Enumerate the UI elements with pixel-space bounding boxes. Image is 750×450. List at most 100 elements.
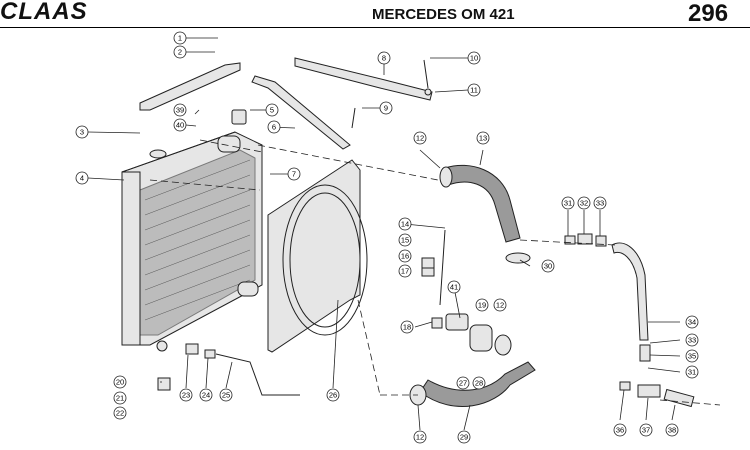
callout-32: 32 — [577, 196, 591, 210]
callout-label: 15 — [401, 236, 409, 245]
drain-parts-drawing — [157, 229, 446, 396]
callout-39: 39 — [173, 103, 187, 117]
coolant-pipe-drawing — [431, 233, 695, 408]
callout-10: 10 — [467, 51, 481, 65]
callout-label: 8 — [382, 54, 386, 63]
leader-lines — [87, 37, 681, 431]
header-rule — [0, 27, 750, 28]
callout-label: 39 — [176, 106, 184, 115]
callout-label: 1 — [178, 34, 182, 43]
callout-33-upper: 33 — [593, 196, 607, 210]
callout-label: 4 — [80, 174, 84, 183]
callout-6: 6 — [267, 120, 281, 134]
callout-17: 17 — [398, 264, 412, 278]
callout-31-upper: 31 — [561, 196, 575, 210]
callout-label: 32 — [580, 199, 588, 208]
callout-label: 14 — [401, 220, 409, 229]
callout-7: 7 — [287, 167, 301, 181]
callout-16: 16 — [398, 249, 412, 263]
callout-label: 30 — [544, 262, 552, 271]
callout-5: 5 — [265, 103, 279, 117]
engine-model-title: MERCEDES OM 421 — [372, 6, 515, 23]
callout-22: 22 — [113, 406, 127, 420]
callout-label: 40 — [176, 121, 184, 130]
callout-label: 9 — [384, 104, 388, 113]
callout-27: 27 — [456, 376, 470, 390]
callout-label: 24 — [202, 391, 210, 400]
lower-hose-drawing — [409, 324, 536, 407]
callout-3: 3 — [75, 125, 89, 139]
callout-label: 25 — [222, 391, 230, 400]
callout-24: 24 — [199, 388, 213, 402]
callout-15: 15 — [398, 233, 412, 247]
callout-label: 12 — [416, 433, 424, 442]
callout-34: 34 — [685, 315, 699, 329]
callout-36: 36 — [613, 423, 627, 437]
callout-label: 36 — [616, 426, 624, 435]
callout-markers: 1 2 3 4 5 6 7 8 9 10 11 12 13 14 15 16 1… — [75, 31, 699, 444]
claas-logo: CLAAS — [0, 0, 88, 25]
callout-label: 3 — [80, 128, 84, 137]
callout-28: 28 — [472, 376, 486, 390]
callout-30: 30 — [541, 259, 555, 273]
callout-label: 5 — [270, 106, 274, 115]
page-number: 296 — [688, 0, 729, 27]
callout-label: 29 — [460, 433, 468, 442]
callout-12-upper: 12 — [413, 131, 427, 145]
callout-31-lower: 31 — [685, 365, 699, 379]
callout-label: 31 — [688, 368, 696, 377]
radiator-drawing — [121, 109, 263, 352]
callout-37: 37 — [639, 423, 653, 437]
callout-2: 2 — [173, 45, 187, 59]
brackets-drawing — [139, 57, 433, 150]
callout-26: 26 — [326, 388, 340, 402]
callout-23: 23 — [179, 388, 193, 402]
callout-label: 12 — [416, 134, 424, 143]
callout-4: 4 — [75, 171, 89, 185]
callout-12-middle: 12 — [493, 298, 507, 312]
callout-41: 41 — [447, 280, 461, 294]
callout-19: 19 — [475, 298, 489, 312]
callout-label: 33 — [688, 336, 696, 345]
callout-25: 25 — [219, 388, 233, 402]
callout-33-lower: 33 — [685, 333, 699, 347]
callout-14: 14 — [398, 217, 412, 231]
callout-label: 37 — [642, 426, 650, 435]
callout-11: 11 — [467, 83, 481, 97]
upper-hose-drawing — [439, 164, 531, 264]
callout-label: 6 — [272, 123, 276, 132]
callout-label: 33 — [596, 199, 604, 208]
callout-label: 19 — [478, 301, 486, 310]
fan-shroud-drawing — [267, 159, 368, 353]
callout-label: 7 — [292, 170, 296, 179]
alignment-lines — [149, 139, 721, 406]
callout-label: 28 — [475, 379, 483, 388]
callout-label: 10 — [470, 54, 478, 63]
callout-21: 21 — [113, 391, 127, 405]
callout-label: 27 — [459, 379, 467, 388]
callout-label: 34 — [688, 318, 696, 327]
callout-1: 1 — [173, 31, 187, 45]
callout-label: 13 — [479, 134, 487, 143]
callout-label: 22 — [116, 409, 124, 418]
callout-label: 11 — [470, 86, 478, 95]
callout-label: 31 — [564, 199, 572, 208]
callout-label: 17 — [401, 267, 409, 276]
callout-label: 35 — [688, 352, 696, 361]
callout-20: 20 — [113, 375, 127, 389]
callout-label: 38 — [668, 426, 676, 435]
callout-8: 8 — [377, 51, 391, 65]
callout-label: 41 — [450, 283, 458, 292]
callout-12-lower: 12 — [413, 430, 427, 444]
callout-9: 9 — [379, 101, 393, 115]
callout-label: 26 — [329, 391, 337, 400]
callout-35: 35 — [685, 349, 699, 363]
callout-40: 40 — [173, 118, 187, 132]
callout-label: 2 — [178, 48, 182, 57]
callout-label: 23 — [182, 391, 190, 400]
callout-label: 20 — [116, 378, 124, 387]
callout-label: 21 — [116, 394, 124, 403]
callout-13: 13 — [476, 131, 490, 145]
